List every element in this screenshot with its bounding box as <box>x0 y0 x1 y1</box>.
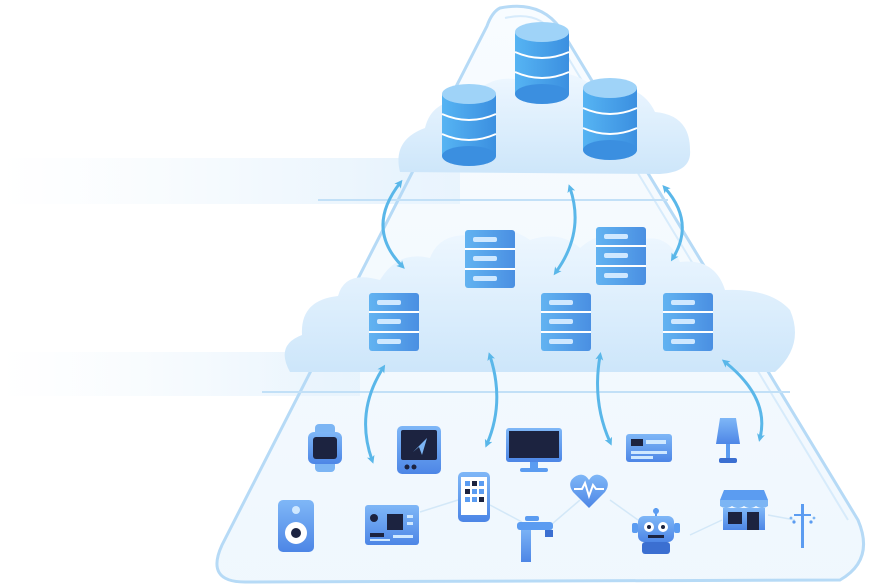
server-icon <box>369 293 419 351</box>
cloud-tier <box>398 22 691 174</box>
bidirectional-arrow <box>553 184 577 276</box>
database-icon <box>441 84 497 166</box>
server-icon <box>663 293 713 351</box>
circuit-board-icon <box>365 505 419 545</box>
payment-card-terminal-icon <box>626 434 672 462</box>
smartphone-icon <box>458 472 490 522</box>
link-arrows <box>364 179 765 464</box>
storefront-icon <box>720 490 768 530</box>
bidirectional-arrow <box>484 352 499 448</box>
faucet-icon <box>517 516 553 562</box>
edge-tier <box>278 418 816 562</box>
bidirectional-arrow <box>381 179 405 269</box>
server-icon <box>465 230 515 288</box>
server-icon <box>596 227 646 285</box>
navigation-tablet-icon <box>397 426 441 474</box>
robot-icon <box>632 508 680 554</box>
sensor-pole-icon <box>789 504 816 548</box>
bidirectional-arrow <box>364 364 386 464</box>
smartwatch-icon <box>308 424 342 472</box>
fog-cloud-shape <box>284 229 795 372</box>
lamp-icon <box>716 418 740 463</box>
server-icon <box>541 293 591 351</box>
database-icon <box>582 78 638 160</box>
speaker-icon <box>278 500 314 552</box>
bidirectional-arrow <box>595 352 613 446</box>
bidirectional-arrow <box>662 184 684 262</box>
fog-tier <box>284 227 795 372</box>
monitor-icon <box>506 428 562 472</box>
heart-rate-monitor-icon <box>570 474 608 508</box>
bidirectional-arrow <box>721 359 765 442</box>
database-icon <box>514 22 570 104</box>
